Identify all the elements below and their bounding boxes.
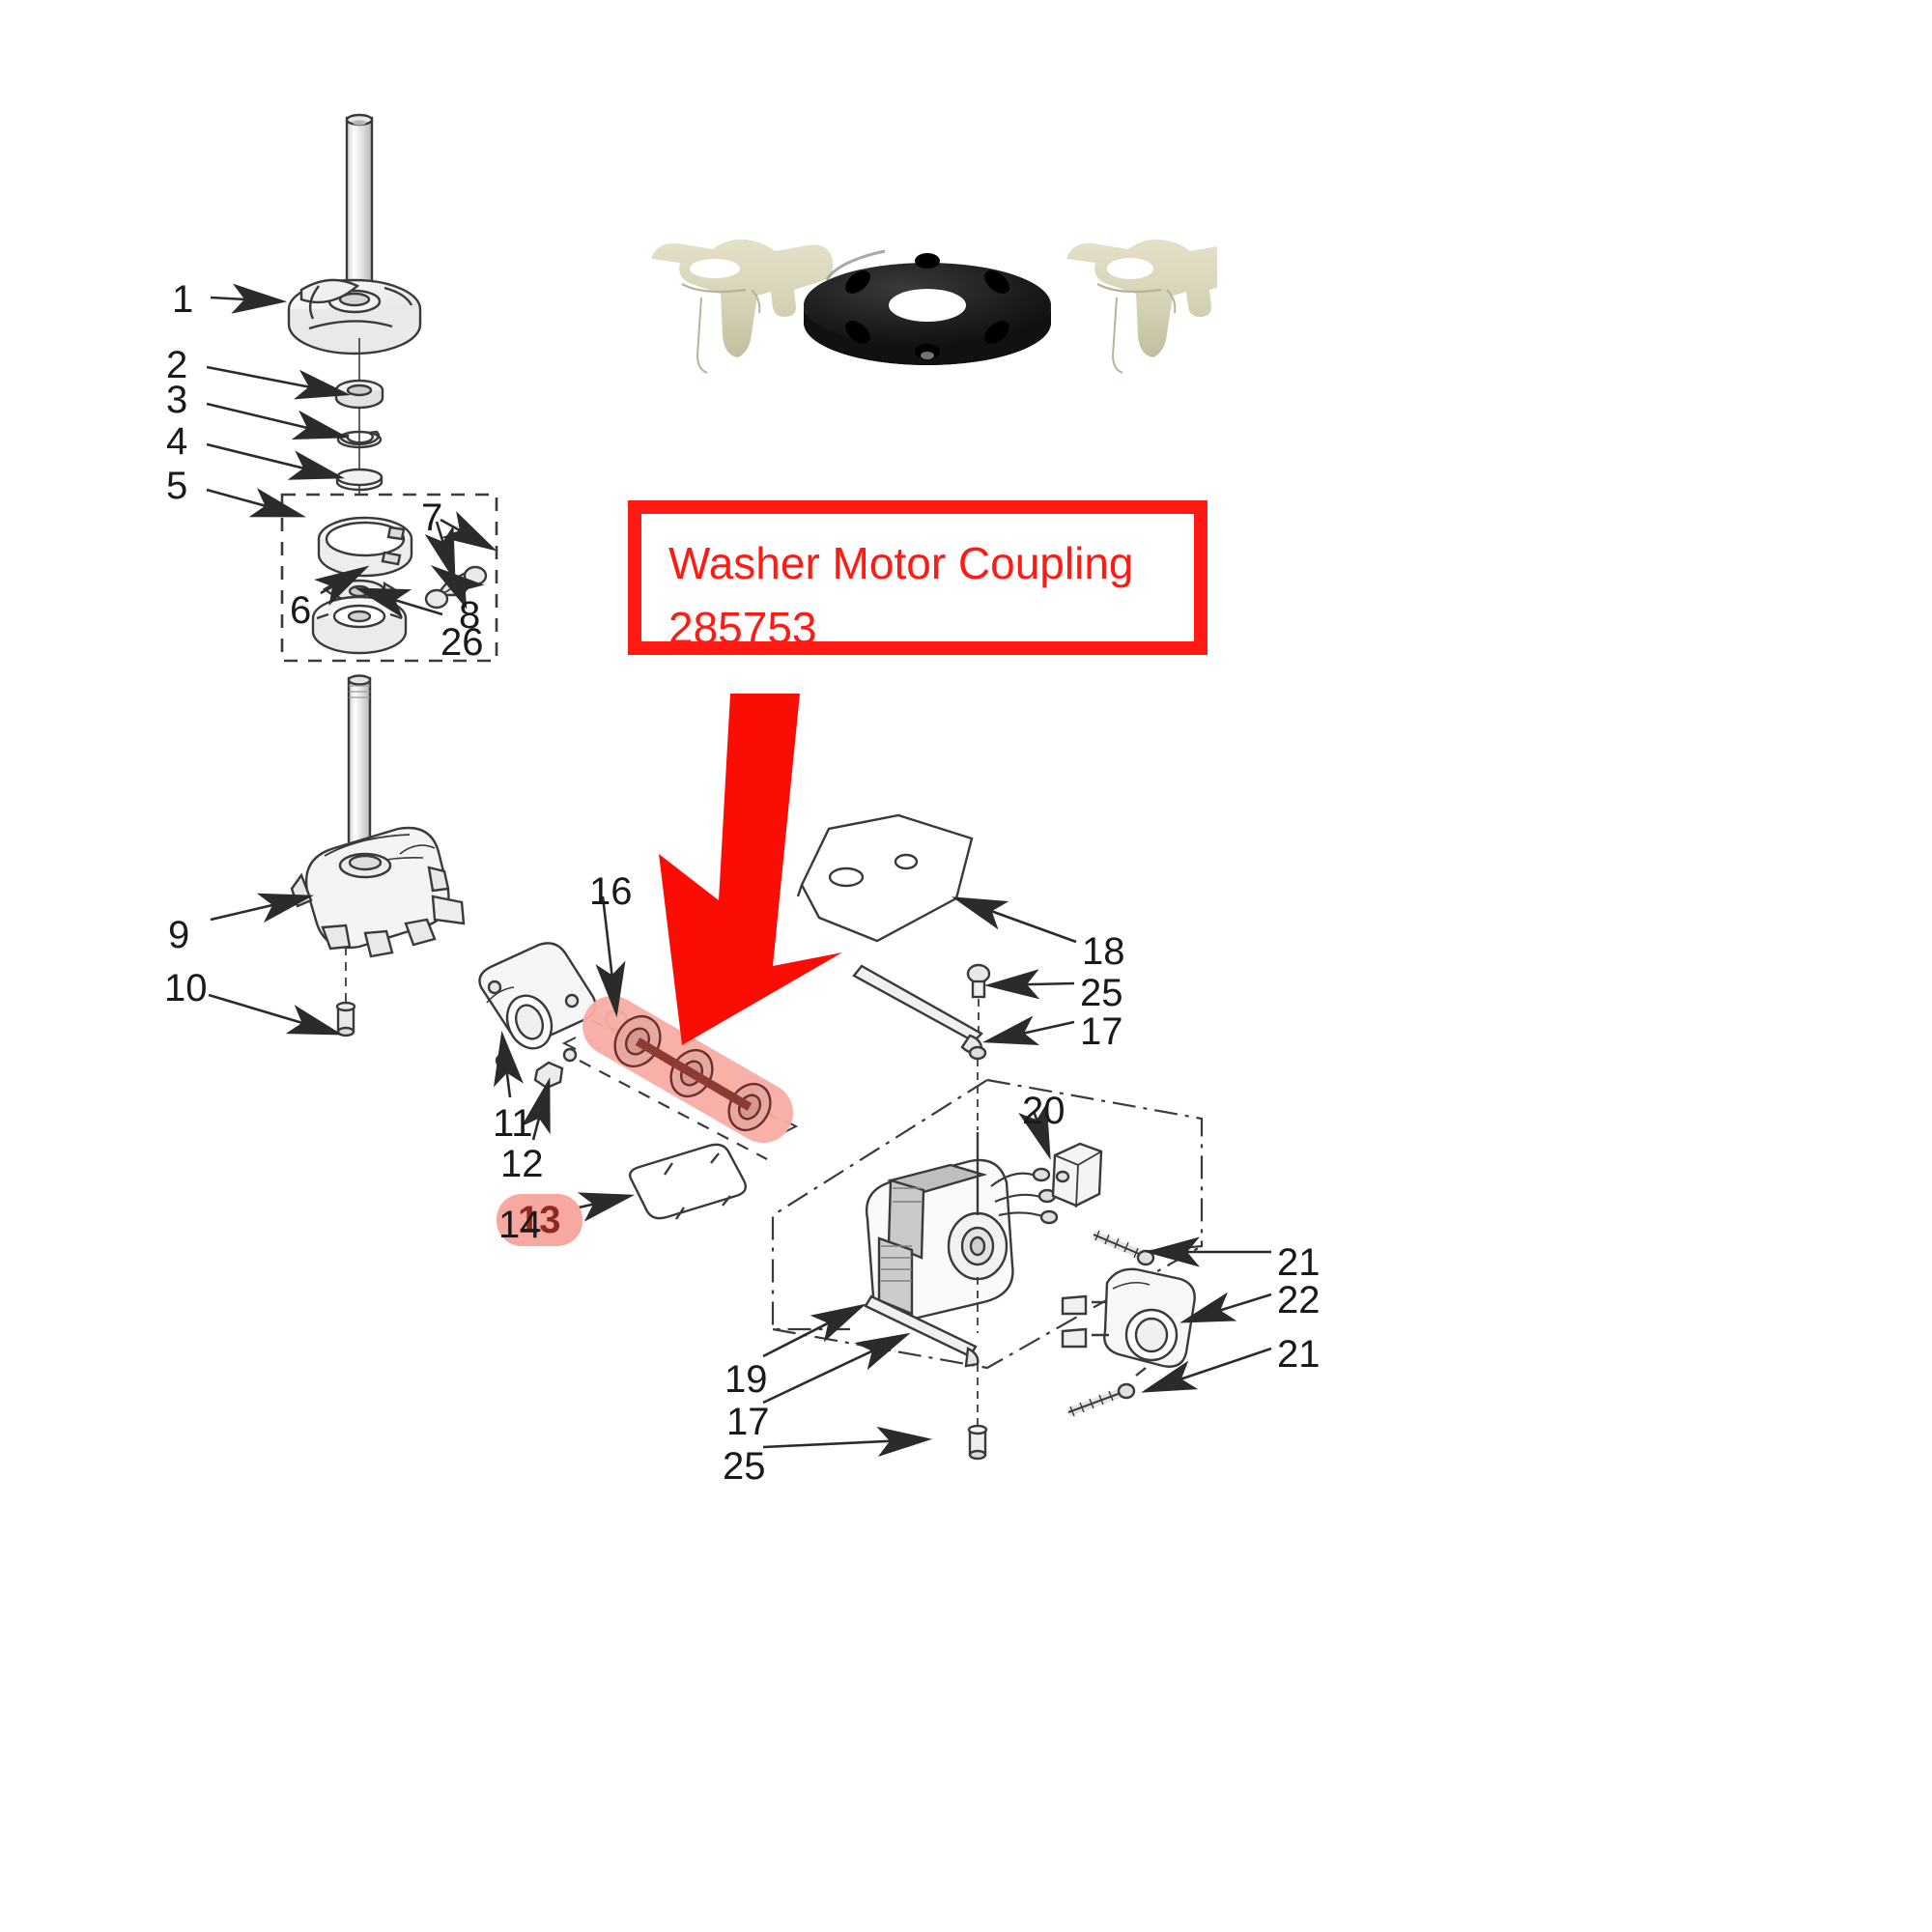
part-26-clutch-assembly <box>322 579 397 604</box>
part-1-drive-block <box>287 278 422 355</box>
leader-line-16 <box>595 895 626 1018</box>
part-6-clutch-band <box>317 516 413 578</box>
part-label-17: 17 <box>1080 1010 1123 1053</box>
part-label-13: 13 <box>497 1194 582 1246</box>
part-label-1: 1 <box>172 278 194 321</box>
part-label-4: 4 <box>166 420 188 463</box>
red-down-arrow <box>659 694 842 1045</box>
leader-line-1 <box>210 283 288 314</box>
drive-tube-shaft <box>347 674 372 860</box>
part-16-clip <box>604 1009 629 1032</box>
leader-line-25 <box>762 1426 933 1458</box>
part-label-18: 18 <box>1082 930 1125 973</box>
leader-line-12 <box>521 1076 551 1141</box>
part-label-26: 26 <box>440 621 484 664</box>
leader-line-19 <box>762 1303 867 1358</box>
part-12-nut <box>533 1061 564 1090</box>
leader-line-17 <box>981 1015 1075 1045</box>
part-label-20: 20 <box>1022 1090 1065 1132</box>
part-17-motor-strap-lower <box>864 1294 980 1368</box>
leader-line-3 <box>206 402 350 440</box>
part-label-17: 17 <box>726 1401 770 1443</box>
leader-line-8 <box>430 564 485 610</box>
part-label-16: 16 <box>589 870 633 913</box>
leader-line-2 <box>206 365 352 400</box>
part-11-mounting-plate <box>478 942 597 1068</box>
leader-line-11 <box>493 1030 524 1098</box>
part-4-thrust-washer <box>335 468 384 492</box>
coupler-hub-center <box>804 249 1051 365</box>
part-label-12: 12 <box>500 1143 544 1185</box>
part-label-22: 22 <box>1277 1279 1321 1321</box>
leader-line-22 <box>1179 1292 1272 1323</box>
part-label-21: 21 <box>1277 1241 1321 1284</box>
clutch-drum <box>311 595 408 655</box>
coupler-fork-right <box>1066 239 1249 374</box>
part-label-8: 8 <box>459 594 481 637</box>
part-9-gearcase <box>290 826 466 958</box>
leader-line-5 <box>206 488 307 518</box>
part-10-bolt <box>335 947 356 1037</box>
part-label-2: 2 <box>166 344 188 386</box>
leader-line-9 <box>210 893 315 923</box>
part-13-motor-coupling <box>582 996 793 1143</box>
leader-line-17 <box>762 1332 911 1405</box>
part-25-screw-lower <box>967 1364 988 1461</box>
part-17-motor-strap-upper <box>852 964 987 1130</box>
callout-box: Washer Motor Coupling 285753 <box>628 500 1208 655</box>
leader-line-25 <box>983 969 1075 1000</box>
part-20-capacitor <box>1051 1142 1103 1208</box>
part-label-10: 10 <box>164 967 208 1009</box>
leader-line-18 <box>952 896 1077 944</box>
leader-line-10 <box>208 993 343 1036</box>
part-label-3: 3 <box>166 379 188 421</box>
part-label-21: 21 <box>1277 1333 1321 1376</box>
part-label-25: 25 <box>1080 972 1123 1014</box>
part-22-motor-glide <box>1061 1267 1196 1368</box>
part-label-19: 19 <box>724 1358 768 1401</box>
part-label-7: 7 <box>421 497 443 539</box>
part-2-bearing <box>334 379 384 410</box>
leader-line-4 <box>206 442 346 480</box>
leader-line-21 <box>1141 1347 1272 1393</box>
part-21-spring-lower <box>1066 1367 1147 1417</box>
motor-coupling-product-photo <box>638 222 1249 386</box>
agitator-shaft <box>345 113 374 299</box>
part-label-25: 25 <box>723 1445 766 1488</box>
part-19-drive-motor <box>865 1132 1059 1333</box>
callout-title: Washer Motor Coupling <box>668 538 1134 588</box>
part-21-spring-upper <box>1092 1230 1155 1266</box>
part-label-5: 5 <box>166 465 188 507</box>
part-label-11: 11 <box>493 1102 533 1145</box>
part-3-retainer-clip <box>336 430 383 449</box>
leader-line-26 <box>355 587 443 618</box>
part-label-14: 14 <box>498 1204 542 1246</box>
part-label-9: 9 <box>168 914 190 956</box>
leader-line-6 <box>314 565 370 607</box>
part-25-screw-upper <box>966 963 991 1036</box>
part-18-base-plate <box>796 813 974 943</box>
part-label-6: 6 <box>290 589 312 632</box>
callout-part-number: 285753 <box>668 602 817 653</box>
leader-line-7 <box>440 511 497 552</box>
coupler-fork-left <box>651 239 834 374</box>
part-14-motor-gasket <box>629 1143 747 1220</box>
